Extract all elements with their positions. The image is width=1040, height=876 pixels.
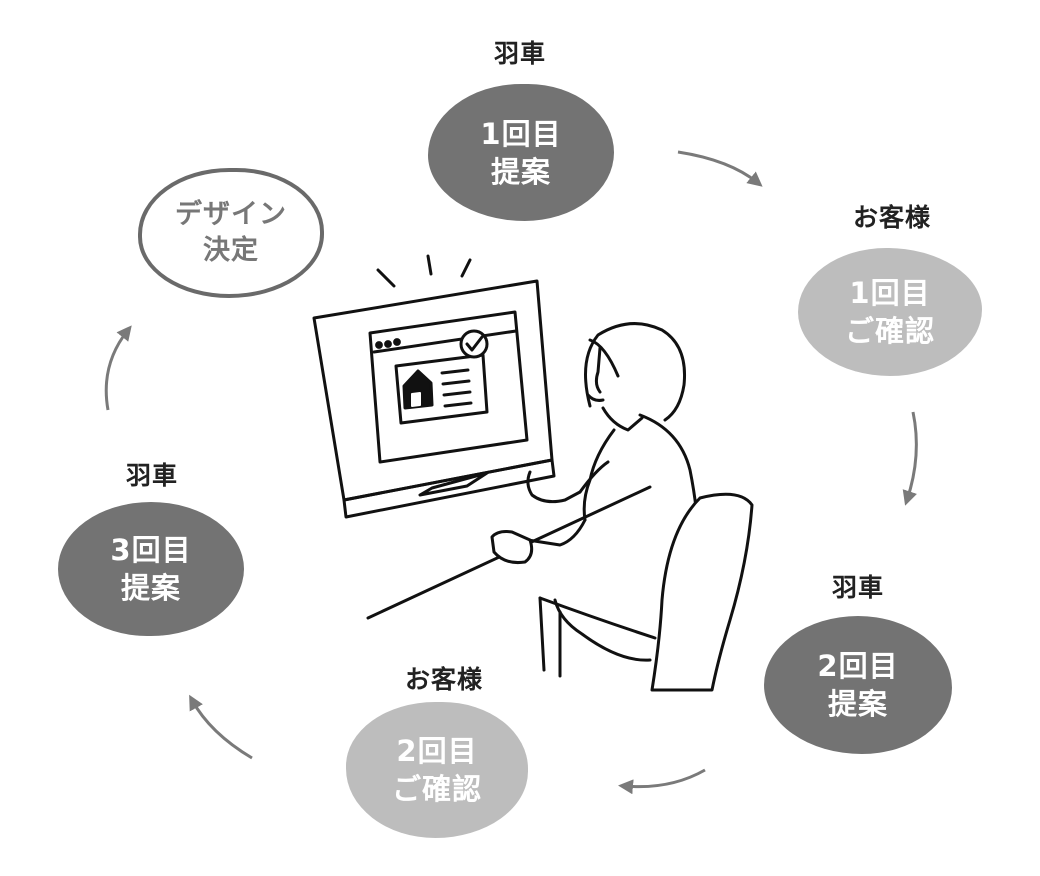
attention-lines bbox=[376, 254, 472, 288]
step-proposal-3-label: 提案 bbox=[120, 571, 181, 605]
step-confirm-2-blob: 2回目 ご確認 bbox=[346, 702, 528, 838]
step-proposal-1-actor: 羽車 bbox=[493, 39, 546, 68]
step-confirm-1-actor: お客様 bbox=[852, 203, 931, 232]
step-confirm-2-round: 2回目 bbox=[396, 734, 478, 768]
step-proposal-1-blob: 1回目 提案 bbox=[428, 84, 614, 221]
arrow-confirm1-to-proposal2 bbox=[902, 411, 918, 506]
arrow-proposal1-to-confirm1 bbox=[677, 150, 763, 187]
arrow-proposal2-to-confirm2 bbox=[618, 768, 706, 795]
step-design-final-line2: 決定 bbox=[203, 235, 259, 266]
arrow-proposal3-to-design bbox=[104, 325, 132, 411]
step-proposal-1-label: 提案 bbox=[490, 154, 551, 189]
step-design-final-line1: デザイン bbox=[175, 199, 287, 230]
step-proposal-3-round: 3回目 bbox=[110, 533, 192, 567]
step-proposal-3-actor: 羽車 bbox=[125, 461, 178, 490]
step-design-final-blob: デザイン 決定 bbox=[138, 168, 324, 298]
arrow-confirm2-to-proposal3 bbox=[189, 694, 253, 760]
text-lines bbox=[440, 368, 473, 408]
step-proposal-2-label: 提案 bbox=[827, 687, 888, 721]
step-proposal-2-actor: 羽車 bbox=[831, 573, 884, 602]
checkmark-icon bbox=[459, 329, 489, 359]
step-confirm-1-round: 1回目 bbox=[849, 276, 931, 310]
step-proposal-2-blob: 2回目 提案 bbox=[764, 616, 952, 754]
step-proposal-1-round: 1回目 bbox=[480, 116, 562, 151]
step-confirm-2-label: ご確認 bbox=[391, 772, 482, 806]
step-proposal-3-blob: 3回目 提案 bbox=[58, 502, 244, 636]
step-confirm-1-blob: 1回目 ご確認 bbox=[798, 248, 982, 376]
monitor-icon bbox=[312, 279, 556, 519]
step-proposal-2-round: 2回目 bbox=[817, 649, 899, 683]
step-confirm-1-label: ご確認 bbox=[844, 314, 935, 348]
step-confirm-2-actor: お客様 bbox=[404, 665, 483, 694]
house-icon bbox=[402, 369, 434, 410]
person bbox=[490, 322, 700, 662]
chair bbox=[538, 492, 754, 692]
